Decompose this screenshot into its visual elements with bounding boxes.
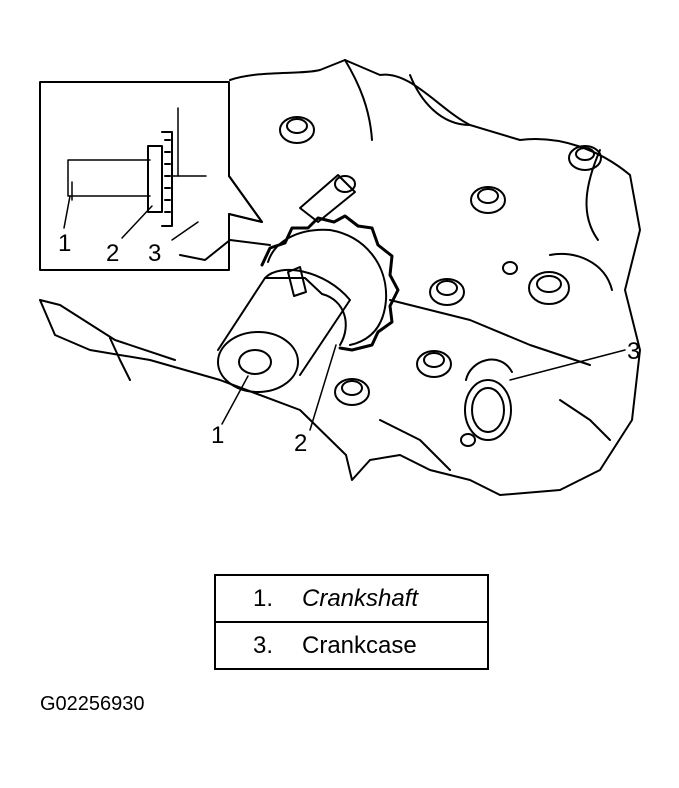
inset-box — [39, 81, 263, 271]
inset-callout-2: 2 — [106, 240, 120, 267]
legend-number: 3. — [252, 631, 273, 659]
crankcase-outline — [39, 59, 641, 496]
crankcase-bore — [464, 358, 513, 441]
callout-2: 2 — [294, 430, 308, 457]
legend-table: 1. Crankshaft 3. Crankcase — [214, 574, 489, 670]
figure-code: G02256930 — [40, 693, 145, 715]
legend-text: Crankcase — [302, 631, 417, 659]
crankshaft-sprocket — [260, 214, 400, 352]
crankshaft — [217, 266, 351, 393]
legend-number: 1. — [252, 584, 273, 612]
main-leaders — [221, 344, 626, 431]
callout-1: 1 — [211, 422, 225, 449]
bolt-bosses — [279, 116, 602, 447]
legend-text: Crankshaft — [302, 584, 419, 612]
inset-callout-1: 1 — [58, 230, 72, 257]
legend-row: 1. Crankshaft — [216, 576, 487, 621]
callout-3: 3 — [627, 338, 641, 365]
inset-callout-3: 3 — [148, 240, 162, 267]
oil-pump-pin — [299, 174, 356, 223]
engine-drawing — [39, 59, 641, 496]
legend-row: 3. Crankcase — [216, 621, 487, 668]
